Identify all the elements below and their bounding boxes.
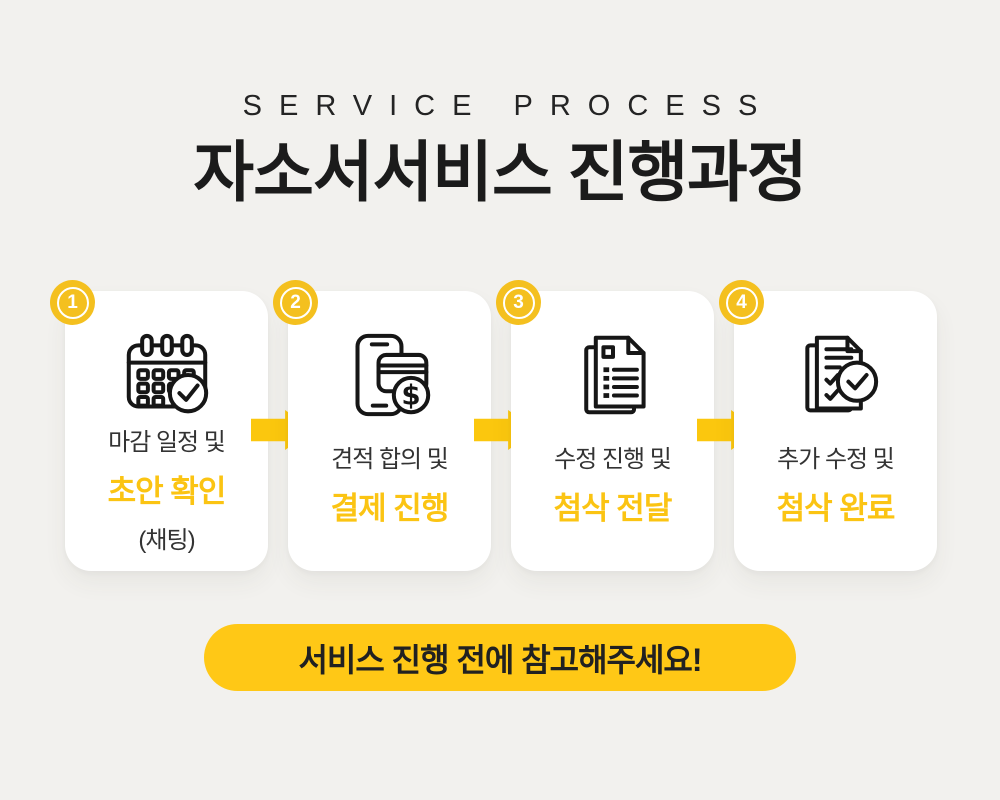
step-line1: 추가 수정 및 xyxy=(777,446,895,473)
svg-text:$: $ xyxy=(401,379,420,412)
step-card-1: 1 마감 일정 xyxy=(50,280,268,571)
step-number: 3 xyxy=(502,286,535,319)
step-text: 추가 수정 및 첨삭 완료 xyxy=(734,421,937,571)
step-number: 4 xyxy=(725,286,758,319)
step-card-3: 3 수정 진행 및 첨삭 전달 xyxy=(496,280,714,571)
eyebrow-text: SERVICE PROCESS xyxy=(242,90,775,122)
checklist-complete-icon xyxy=(734,329,937,421)
notice-text: 서비스 진행 전에 참고해주세요! xyxy=(298,641,702,678)
step-highlight: 첨삭 완료 xyxy=(776,491,896,526)
step-number: 1 xyxy=(56,286,89,319)
step-card-2: 2 $ 견적 합의 및 결제 진행 xyxy=(273,280,491,571)
step-text: 마감 일정 및 초안 확인 (채팅) xyxy=(65,421,268,571)
step-card-4: 4 추가 수정 및 첨삭 완료 xyxy=(719,280,937,571)
step-text: 견적 합의 및 결제 진행 xyxy=(288,421,491,571)
notice-banner: 서비스 진행 전에 참고해주세요! xyxy=(204,624,796,691)
step-number-badge: 3 xyxy=(496,280,541,325)
phone-payment-icon: $ xyxy=(288,329,491,421)
step-highlight: 결제 진행 xyxy=(330,491,450,526)
step-line1: 견적 합의 및 xyxy=(331,446,449,473)
step-line1: 마감 일정 및 xyxy=(108,428,226,456)
step-highlight: 첨삭 전달 xyxy=(553,491,673,526)
page-title-bold: 진행과정 xyxy=(567,135,808,209)
step-text: 수정 진행 및 첨삭 전달 xyxy=(511,421,714,571)
calendar-check-icon xyxy=(65,329,268,421)
step-number: 2 xyxy=(279,286,312,319)
step-number-badge: 2 xyxy=(273,280,318,325)
step-highlight: 초안 확인 xyxy=(107,473,227,509)
page-title-regular: 자소서서비스 xyxy=(193,135,552,209)
step-number-badge: 1 xyxy=(50,280,95,325)
step-line1: 수정 진행 및 xyxy=(554,446,672,473)
document-list-icon xyxy=(511,329,714,421)
step-number-badge: 4 xyxy=(719,280,764,325)
step-note: (채팅) xyxy=(138,526,195,554)
